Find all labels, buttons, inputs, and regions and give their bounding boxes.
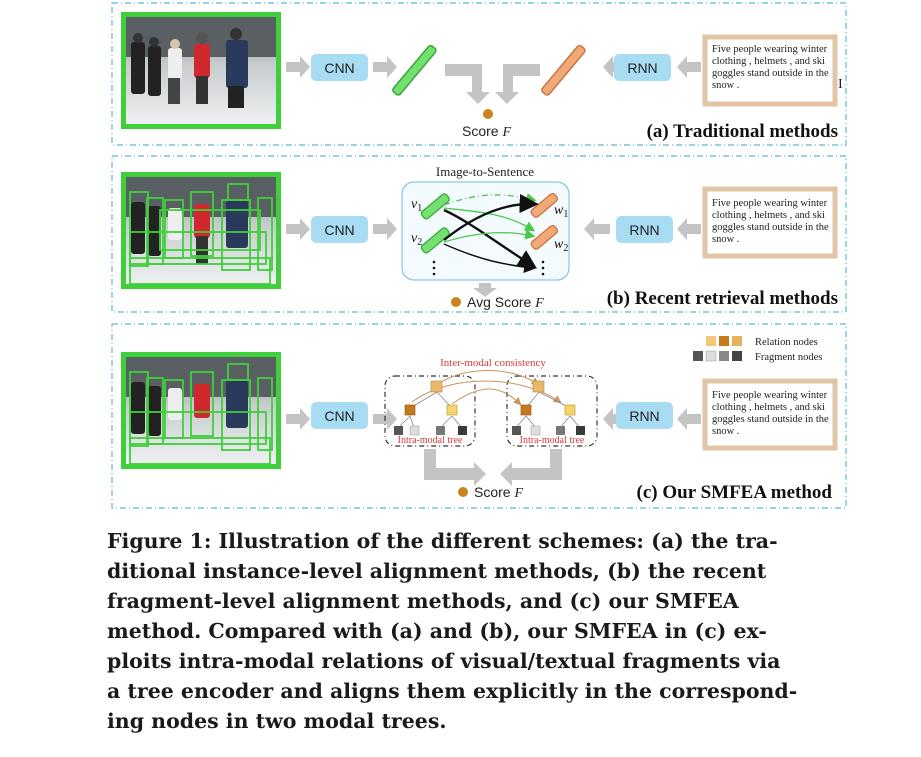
arrow-c1 xyxy=(286,408,310,430)
panel-a: CNN Score F RNN Five people wearing wint… xyxy=(111,2,847,146)
inter-modal-label: Inter-modal consistency xyxy=(440,357,546,369)
score-label-b: Avg Score F xyxy=(467,294,544,311)
cnn-label-a: CNN xyxy=(324,60,354,76)
photo-a xyxy=(121,12,281,129)
cnn-box-a xyxy=(311,54,368,81)
score-label-a: Score F xyxy=(462,123,511,140)
sentence-b: Five people wearing winter clothing , he… xyxy=(712,198,831,245)
cnn-label-c: CNN xyxy=(324,408,354,424)
photo-b xyxy=(121,172,281,289)
caption-line: ing nodes in two modal trees. xyxy=(107,709,447,733)
panel-b-title: (b) Recent retrieval methods xyxy=(607,288,838,309)
image-to-sentence-title: Image-to-Sentence xyxy=(436,164,534,179)
score-label-c: Score F xyxy=(474,484,523,501)
sentence-box-c xyxy=(702,378,838,451)
rnn-box-a xyxy=(614,54,671,81)
arrow-b4 xyxy=(677,218,701,240)
merge-arrow-left-c xyxy=(424,449,486,486)
legend: Relation nodes Fragment nodes xyxy=(693,336,822,363)
panel-c-border xyxy=(111,323,847,509)
cnn-label-b: CNN xyxy=(324,222,354,238)
legend-fragment: Fragment nodes xyxy=(755,352,822,363)
cnn-box-b xyxy=(311,216,368,243)
score-dot-a xyxy=(483,109,493,119)
visual-tree-box xyxy=(384,375,476,447)
w1-label: w1 xyxy=(554,203,568,220)
sentence-box-a xyxy=(702,34,838,107)
intra-modal-label-right: Intra-modal tree xyxy=(520,435,585,446)
arrow-a4 xyxy=(677,56,701,78)
arrow-a2 xyxy=(373,56,397,78)
text-tree xyxy=(512,380,585,436)
arrow-c4 xyxy=(677,408,701,430)
visual-fragments xyxy=(420,193,450,254)
score-dot-b xyxy=(451,297,461,307)
v2-label: v2 xyxy=(411,231,422,248)
arrow-b-down xyxy=(473,283,497,297)
arrow-b2 xyxy=(373,218,397,240)
ellipsis-dots xyxy=(432,260,545,276)
panel-b-border xyxy=(111,155,847,313)
text-embedding-a xyxy=(541,44,586,96)
caption-line: ploits intra-modal relations of visual/t… xyxy=(107,649,781,673)
merge-arrow-left-a xyxy=(445,64,490,104)
panel-a-border xyxy=(111,2,847,146)
caption-line: a tree encoder and aligns them explicitl… xyxy=(107,679,798,703)
sentence-box-b xyxy=(702,186,838,259)
figure-caption: Figure 1: Illustration of the different … xyxy=(107,526,853,736)
rnn-label-b: RNN xyxy=(629,222,659,238)
caption-line: ditional instance-level alignment method… xyxy=(107,559,767,583)
panel-b: CNN Image-to-Sentence v1 v2 w1 w2 xyxy=(111,155,847,313)
panel-c-title: (c) Our SMFEA method xyxy=(637,482,833,503)
photo-c xyxy=(121,352,281,469)
rnn-label-c: RNN xyxy=(629,408,659,424)
rnn-box-c xyxy=(616,402,673,429)
rnn-box-b xyxy=(616,216,673,243)
score-dot-c xyxy=(458,487,468,497)
arrow-a1 xyxy=(286,56,310,78)
merge-arrow-right-a xyxy=(495,64,540,104)
sentence-a: Five people wearing winter clothing , he… xyxy=(712,44,831,91)
alignment-lines xyxy=(443,193,539,274)
arrow-b1 xyxy=(286,218,310,240)
rnn-label-a: RNN xyxy=(627,60,657,76)
intra-modal-label-left: Intra-modal tree xyxy=(398,435,463,446)
visual-tree xyxy=(394,380,467,436)
legend-relation: Relation nodes xyxy=(755,337,818,348)
inter-modal-arcs xyxy=(411,370,562,406)
caption-line: fragment-level alignment methods, and (c… xyxy=(107,589,739,613)
caption-line: Figure 1: Illustration of the different … xyxy=(107,529,778,553)
w2-label: w2 xyxy=(554,237,568,254)
cursor-icon: I xyxy=(838,77,843,92)
cnn-box-c xyxy=(311,402,368,429)
sentence-c: Five people wearing winter clothing , he… xyxy=(712,390,831,437)
merge-arrow-right-c xyxy=(500,449,562,486)
figure-diagram: CNN Score F RNN Five people wearing wint… xyxy=(111,2,847,509)
caption-line: method. Compared with (a) and (b), our S… xyxy=(107,619,767,643)
text-tree-box xyxy=(506,375,598,447)
arrow-b3 xyxy=(584,218,610,240)
v1-label: v1 xyxy=(411,197,422,214)
image-embedding-a xyxy=(392,44,437,96)
panel-c: CNN Inter-modal consistency xyxy=(111,323,847,509)
panel-a-title: (a) Traditional methods xyxy=(647,121,838,142)
